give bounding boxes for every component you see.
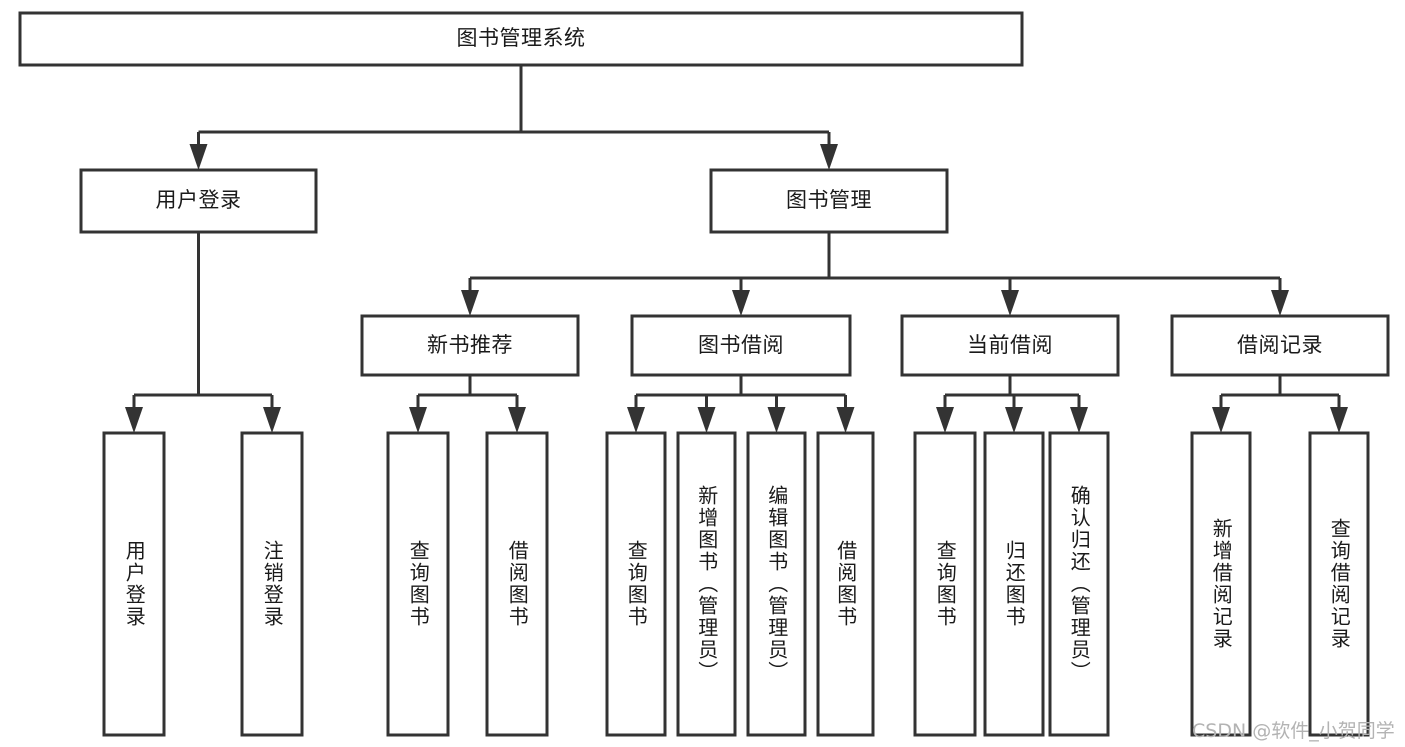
- connector-arrow-icon: [263, 407, 281, 433]
- connector-arrow-icon: [1001, 290, 1019, 316]
- connector-arrow-icon: [189, 144, 208, 170]
- node-box-leaf-return[interactable]: [983, 431, 1045, 737]
- connector-arrow-icon: [767, 407, 786, 433]
- node-box-new-book-rec[interactable]: [360, 314, 580, 377]
- connector-arrow-icon: [1005, 407, 1023, 433]
- connector-arrow-icon: [1070, 407, 1088, 433]
- node-box-leaf-query-rec[interactable]: [1308, 431, 1370, 737]
- connector-arrow-icon: [1330, 407, 1348, 433]
- node-box-leaf-query-2[interactable]: [605, 431, 667, 737]
- connector-arrow-icon: [820, 144, 838, 170]
- node-box-leaf-edit-book[interactable]: [746, 431, 807, 737]
- node-box-book-borrow[interactable]: [630, 314, 852, 377]
- node-box-leaf-logout[interactable]: [240, 431, 304, 737]
- node-box-leaf-query-1[interactable]: [386, 431, 450, 737]
- connector-arrow-icon: [627, 407, 645, 433]
- node-box-root[interactable]: [18, 11, 1024, 67]
- node-box-leaf-confirm[interactable]: [1048, 431, 1110, 737]
- connector-arrow-icon: [461, 290, 479, 316]
- node-box-leaf-borrow-1[interactable]: [485, 431, 549, 737]
- node-box-user-login[interactable]: [79, 168, 318, 234]
- connector-arrow-icon: [936, 407, 954, 433]
- node-box-leaf-borrow-2[interactable]: [816, 431, 875, 737]
- connector-arrow-icon: [697, 407, 716, 433]
- node-box-leaf-add-rec[interactable]: [1190, 431, 1252, 737]
- connector-arrow-icon: [1212, 407, 1230, 433]
- node-box-borrow-record[interactable]: [1170, 314, 1390, 377]
- connector-arrow-icon: [732, 290, 750, 316]
- node-box-leaf-user-login[interactable]: [102, 431, 166, 737]
- node-box-leaf-add-book[interactable]: [676, 431, 737, 737]
- node-box-current-borrow[interactable]: [900, 314, 1120, 377]
- edges-layer: [125, 65, 1348, 433]
- connector-arrow-icon: [125, 407, 143, 433]
- node-box-leaf-query-3[interactable]: [913, 431, 977, 737]
- connector-arrow-icon: [409, 407, 427, 433]
- boxes-layer: [18, 11, 1390, 737]
- connector-arrow-icon: [508, 407, 526, 433]
- node-box-book-manage[interactable]: [709, 168, 949, 234]
- connector-arrow-icon: [1271, 290, 1289, 316]
- connector-arrow-icon: [836, 407, 855, 433]
